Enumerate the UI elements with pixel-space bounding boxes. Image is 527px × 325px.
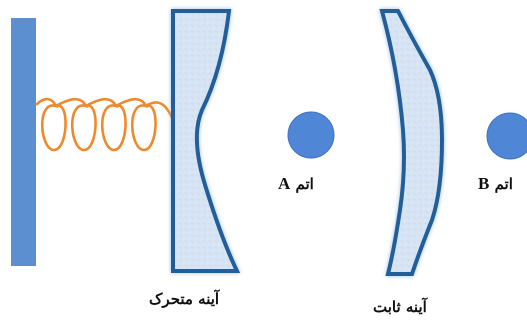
atom-a-label: اتم A	[278, 174, 314, 194]
fixed-wall	[11, 18, 36, 266]
atom-a-prefix: اتم	[295, 175, 314, 193]
spring	[35, 97, 174, 152]
atom-a-letter: A	[278, 174, 291, 193]
atom-b-label: اتم B	[478, 174, 513, 194]
atom-b	[486, 112, 527, 160]
moving-mirror	[171, 9, 241, 273]
fixed-mirror-label: آینه ثابت	[373, 298, 427, 316]
atom-a	[287, 111, 335, 159]
fixed-mirror	[379, 9, 445, 276]
atom-b-prefix: اتم	[494, 175, 513, 193]
atom-b-letter: B	[478, 174, 490, 193]
moving-mirror-label: آینه متحرک	[149, 290, 220, 308]
